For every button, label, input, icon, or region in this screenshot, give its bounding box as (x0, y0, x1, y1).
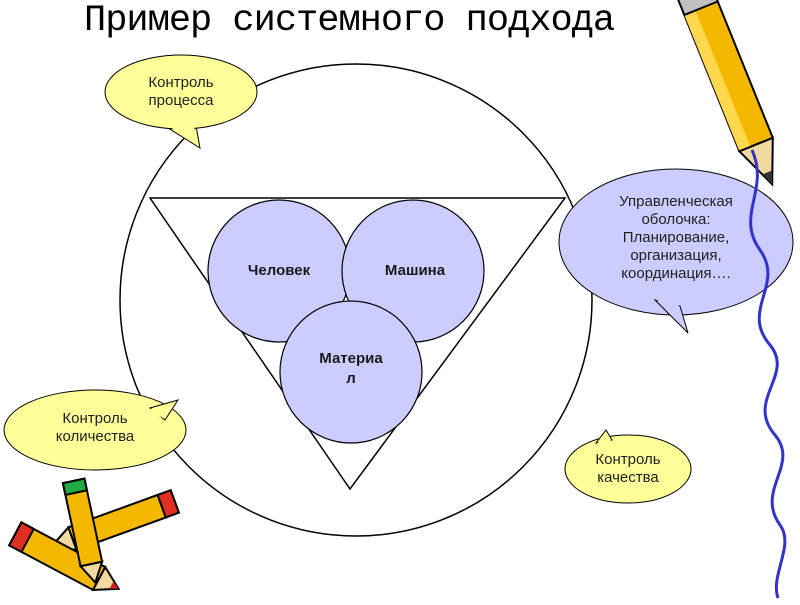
material-circle (279, 300, 423, 444)
management-shell-text: Управленческая оболочка: Планирование, о… (619, 193, 733, 282)
squiggle-line (749, 149, 787, 599)
crayon-icon-3 (61, 477, 104, 585)
material-label: Материа л (319, 350, 383, 387)
process-control-text: Контроль процесса (148, 74, 214, 109)
person-label: Человек (247, 262, 311, 279)
page-title: Пример системного подхода (84, 0, 615, 42)
management-shell-callout (558, 168, 794, 334)
quantity-control-callout (3, 389, 187, 471)
pencil-icon (676, 0, 775, 187)
machine-label: Машина (384, 262, 446, 279)
quality-control-callout (564, 429, 692, 504)
process-control-callout (104, 54, 258, 150)
quality-control-text: Контроль качества (595, 451, 661, 486)
crayon-icon-2 (7, 521, 121, 592)
quantity-control-text: Контроль количества (55, 410, 135, 445)
